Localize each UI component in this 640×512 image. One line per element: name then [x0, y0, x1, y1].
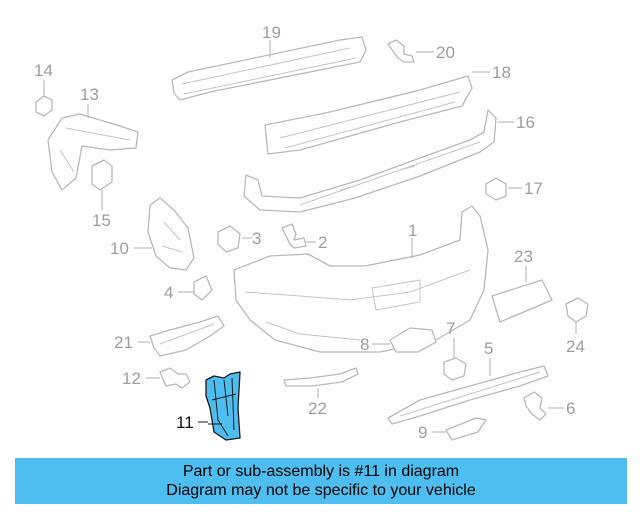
callout-16: 16 — [516, 113, 535, 132]
info-banner: Part or sub-assembly is #11 in diagram D… — [15, 458, 627, 504]
part-1-bumper-cover — [233, 205, 489, 353]
part-24-parking-sensor — [565, 297, 589, 323]
part-13-side-bracket — [47, 113, 139, 191]
callout-2: 2 — [318, 233, 327, 252]
callout-7: 7 — [446, 319, 455, 338]
callout-5: 5 — [484, 339, 493, 358]
callout-18: 18 — [492, 63, 511, 82]
part-8-bracket — [389, 327, 437, 353]
part-14-nut — [35, 95, 53, 117]
callout-labels: 19 20 18 16 14 13 15 10 3 2 1 17 23 4 21… — [34, 23, 585, 442]
callout-8: 8 — [360, 335, 369, 354]
part-3-clip — [217, 225, 241, 253]
part-20-bolt — [387, 39, 415, 63]
callout-24: 24 — [566, 337, 585, 356]
part-15-clip — [91, 159, 113, 191]
callout-17: 17 — [524, 179, 543, 198]
part-23-plate-bracket — [491, 279, 553, 323]
callout-19: 19 — [262, 23, 281, 42]
part-22-reflector — [283, 367, 359, 387]
callout-23: 23 — [514, 247, 533, 266]
part-19-reinforcement-bar — [171, 36, 367, 101]
part-16-carrier — [243, 109, 497, 213]
callout-22: 22 — [308, 399, 327, 418]
part-12-bolt — [159, 367, 191, 389]
part-4-clip — [193, 275, 213, 301]
callout-4: 4 — [164, 283, 173, 302]
callout-9: 9 — [418, 423, 427, 442]
part-6-screw — [523, 391, 547, 421]
callout-3: 3 — [252, 229, 261, 248]
part-17-nut — [485, 177, 507, 201]
callout-13: 13 — [80, 85, 99, 104]
callout-10: 10 — [110, 239, 129, 258]
callout-11: 11 — [176, 413, 194, 432]
callout-15: 15 — [92, 211, 111, 230]
callout-21: 21 — [114, 333, 133, 352]
part-9-trim — [445, 417, 487, 441]
part-7-sensor — [443, 357, 467, 381]
callout-1: 1 — [408, 221, 417, 240]
part-10-mud-flap — [147, 197, 195, 271]
callout-6: 6 — [566, 399, 575, 418]
part-11-bracket-highlighted — [205, 371, 241, 441]
callout-12: 12 — [122, 369, 141, 388]
part-5-valance — [387, 365, 549, 425]
parts-diagram: 19 20 18 16 14 13 15 10 3 2 1 17 23 4 21… — [34, 23, 589, 442]
part-21-lower-bracket — [149, 315, 225, 357]
callout-20: 20 — [436, 43, 455, 62]
callout-14: 14 — [34, 61, 53, 80]
leader-lines — [43, 40, 577, 433]
part-18-absorber — [264, 75, 473, 155]
banner-line-2: Diagram may not be specific to your vehi… — [166, 482, 476, 499]
part-2-screw — [281, 223, 307, 249]
banner-line-1: Part or sub-assembly is #11 in diagram — [182, 463, 460, 480]
